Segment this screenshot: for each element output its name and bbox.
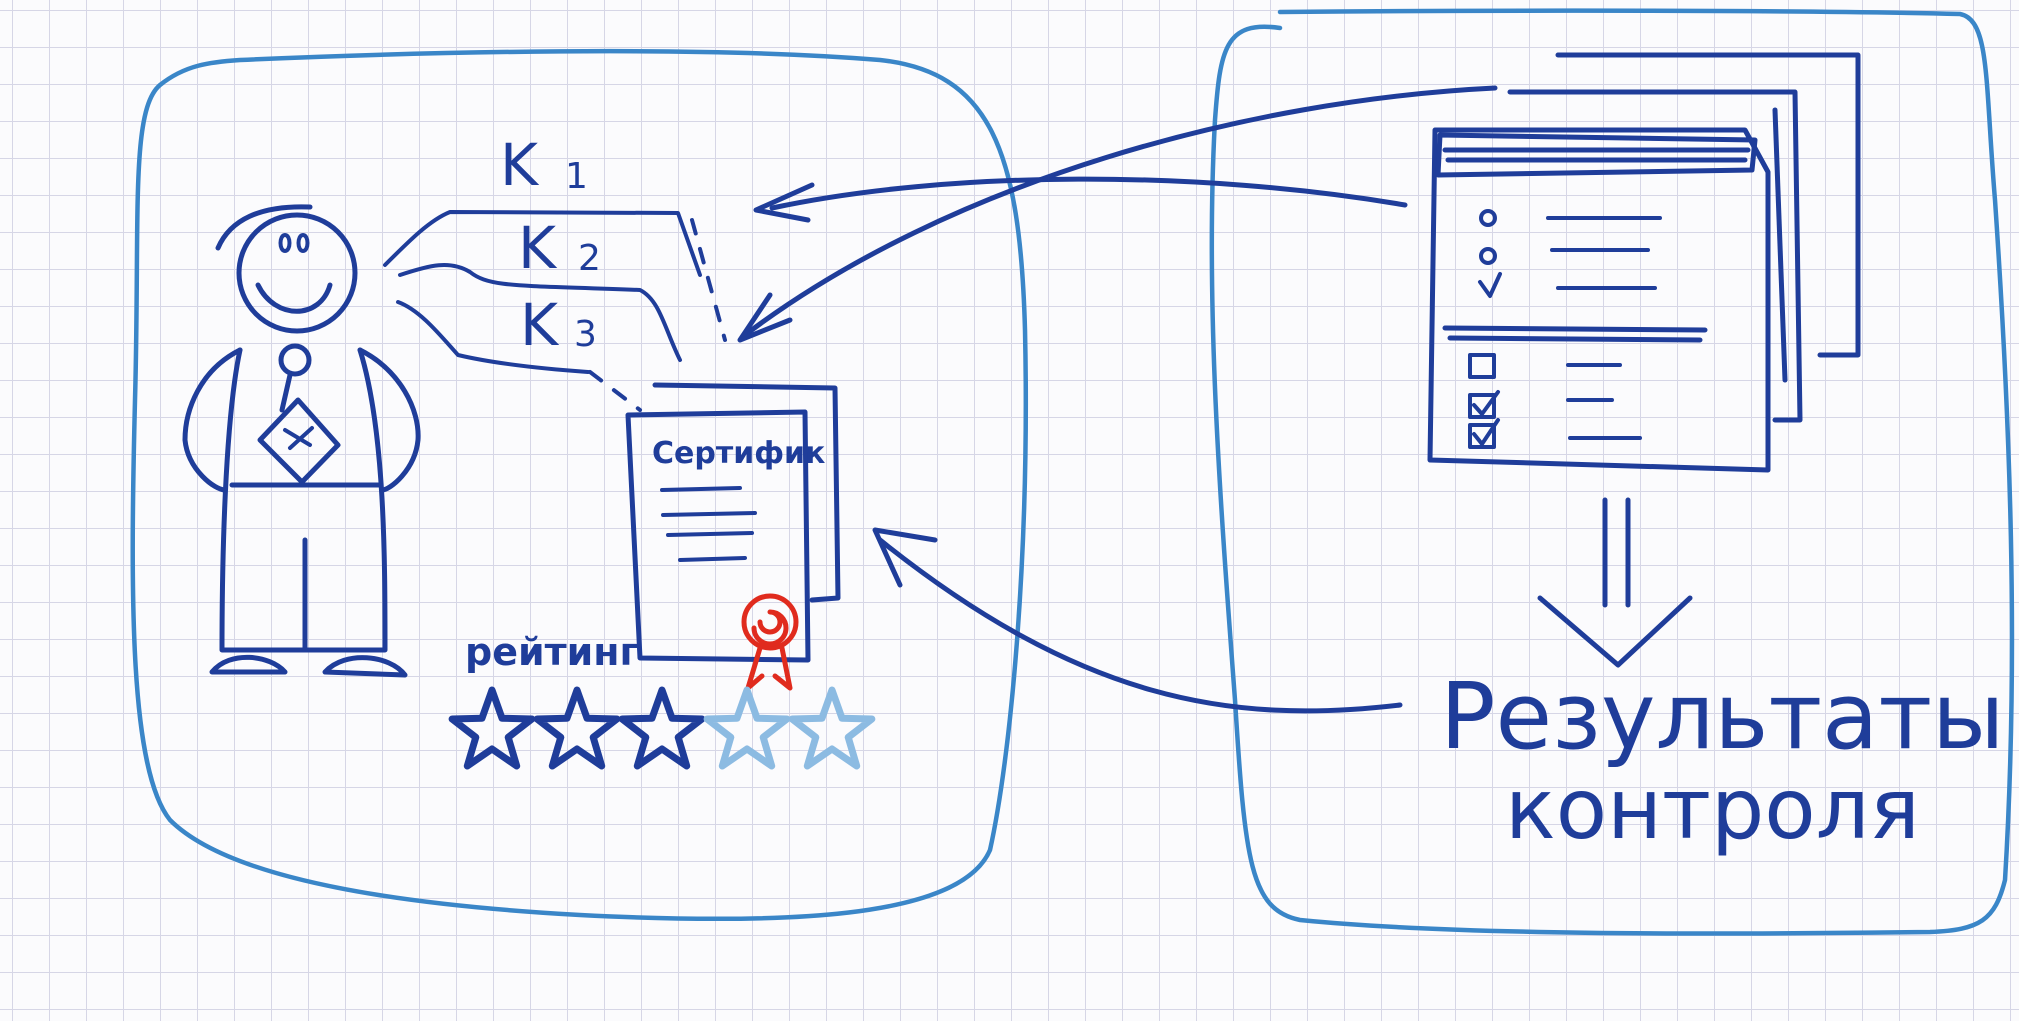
results-title-line2: контроля [1505, 760, 1920, 858]
checkbox-1 [1468, 353, 1496, 379]
arrow-k1-head [753, 182, 815, 223]
rating-star-empty [703, 686, 791, 770]
certificate-text-lines [660, 486, 757, 562]
form-spine [1772, 107, 1788, 383]
results-title-line1: Результаты [1440, 663, 2005, 770]
arrow-results-to-certificate [877, 537, 1403, 714]
k1-label: K [500, 131, 540, 199]
radio-option-3-checked [1478, 272, 1502, 298]
checkbox-text-lines [1566, 363, 1642, 440]
person-hair [215, 204, 313, 251]
form-divider [1442, 325, 1708, 343]
k-dashed-1 [690, 218, 727, 342]
certificate-seal [741, 593, 799, 651]
k2-subscript: 2 [578, 238, 601, 279]
checkbox-3 [1468, 423, 1496, 449]
radio-option-2 [1479, 247, 1497, 265]
k3-subscript: 3 [574, 314, 597, 355]
certificate-title: Сертифик [652, 436, 825, 471]
k3-path [396, 300, 590, 374]
person-left-arm [182, 347, 243, 493]
arrow-form-to-k1 [769, 176, 1408, 211]
rating-star-filled [533, 686, 621, 770]
arrow-form-to-k3 [742, 85, 1498, 338]
double-arrow-down [1537, 497, 1693, 668]
k2-path [398, 263, 682, 362]
form-header-bar [1435, 132, 1758, 178]
rating-star-filled [618, 686, 706, 770]
person-right-arm [357, 347, 421, 493]
k1-path [383, 210, 702, 277]
checkbox-ticks [1472, 390, 1500, 446]
certificate-front-sheet [625, 409, 811, 663]
form-front-sheet [1427, 127, 1771, 473]
arrow-k3-head [737, 292, 793, 343]
form-back-sheet-1 [1555, 52, 1861, 358]
k1-subscript: 1 [565, 156, 588, 197]
certificate-seal-ribbon [745, 645, 793, 691]
rating-stars [448, 686, 876, 770]
person-tie [279, 372, 293, 413]
k-dashed-2 [588, 370, 642, 412]
form-document [1427, 52, 1861, 473]
certificate-seal-spiral [751, 609, 789, 647]
person-figure [182, 204, 421, 678]
badge [257, 397, 341, 485]
right-group-frame [1209, 8, 2015, 936]
checkbox-2 [1468, 393, 1496, 419]
rating-label: рейтинг [465, 630, 639, 674]
person-eyes [278, 233, 310, 253]
arrow-certificate-head [872, 527, 938, 588]
person-smile [255, 282, 333, 314]
radio-option-1 [1479, 209, 1497, 227]
certificate: Сертифик [625, 382, 841, 691]
left-group-frame [130, 48, 1029, 922]
rating-star-empty [788, 686, 876, 770]
radio-text-lines [1546, 216, 1662, 290]
person-collar [278, 343, 312, 377]
certificate-back-sheet [652, 382, 841, 603]
rating-star-filled [448, 686, 536, 770]
person-feet [209, 654, 408, 678]
k3-label: K [520, 291, 560, 359]
badge-mark [283, 426, 314, 450]
form-back-sheet-2 [1507, 89, 1803, 423]
k2-label: K [518, 214, 558, 282]
person-head [236, 212, 358, 334]
